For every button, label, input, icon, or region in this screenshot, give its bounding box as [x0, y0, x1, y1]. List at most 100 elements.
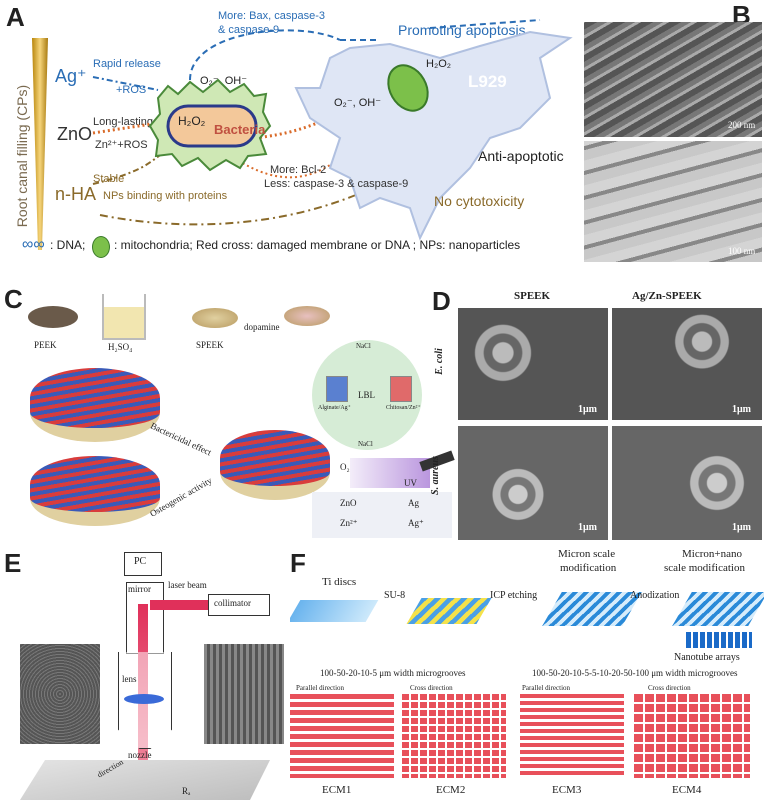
sem-before: [20, 644, 100, 744]
ecm3-pattern: [520, 694, 624, 778]
parallel-label-2: Parallel direction: [522, 684, 571, 692]
micron-label-2: modification: [560, 562, 617, 574]
l929-cell-icon: [294, 30, 573, 241]
peek-label: PEEK: [34, 340, 57, 350]
workpiece-block: [20, 760, 270, 800]
less-caspase: Less: caspase-3 & caspase-9: [264, 178, 409, 190]
sem-ecoli-speek: [458, 308, 608, 420]
sem-ecoli-agzn: [612, 308, 762, 420]
leg-zno: ZnO: [340, 498, 357, 508]
tem-image-bottom: [584, 141, 762, 262]
pc-box: [124, 552, 162, 576]
legend-dna: : DNA;: [50, 238, 86, 252]
col-speek: SPEEK: [514, 290, 551, 302]
panel-b: B 200 nm 100 nm: [578, 0, 764, 268]
mn-plate: [672, 592, 764, 626]
zn-ros: Zn²⁺+ROS: [95, 139, 148, 151]
sem-after: [204, 644, 284, 744]
h2o2-cell: H₂O₂: [426, 58, 452, 70]
panel-a: A Root canal filling (CPs) Ag⁺ ZnO n-HA …: [0, 0, 578, 268]
parallel-label-1: Parallel direction: [296, 684, 345, 692]
micron-plate: [542, 592, 642, 626]
panel-d-label: D: [432, 286, 451, 316]
more-bcl: More: Bcl-2: [270, 164, 327, 176]
bacteria-cell-icon: [148, 78, 272, 172]
mn-label-2: scale modification: [664, 562, 745, 574]
laser-horizontal: [150, 600, 208, 610]
scale-d2: 1μm: [732, 404, 751, 415]
promoting-apoptosis: Promoting apoptosis: [398, 22, 526, 38]
scale-d3: 1μm: [578, 522, 597, 533]
nozzle-label: nozzle: [128, 750, 152, 760]
lbl-label: LBL: [358, 390, 375, 400]
mn-label: Micron+nano: [682, 548, 742, 560]
leg-ag: Ag: [408, 498, 419, 508]
ecm2-label: ECM2: [436, 784, 466, 796]
uv-beam: [350, 458, 430, 488]
lens-label: lens: [122, 674, 137, 684]
uv-label: UV: [404, 478, 417, 488]
bactericidal-label: Bactericidal effect: [148, 420, 214, 458]
legend-mito: : mitochondria; Red cross: damaged membr…: [114, 238, 521, 252]
ra-label: Rₐ: [182, 786, 191, 796]
ti-discs-label: Ti discs: [322, 576, 357, 588]
ecm4-label: ECM4: [672, 784, 702, 796]
beaker-red-icon: [390, 376, 412, 402]
nha-label: n-HA: [55, 184, 97, 204]
ecm2-pattern: [402, 694, 506, 778]
nacl-top: NaCl: [356, 342, 371, 350]
nanotube-array-icon: [686, 632, 752, 648]
pc-label: PC: [134, 556, 147, 567]
panel-f-label: F: [290, 548, 306, 578]
panel-c-label: C: [4, 284, 23, 314]
disc-bactericidal: [30, 368, 160, 442]
ecm1-label: ECM1: [322, 784, 352, 796]
beaker-icon: [102, 294, 146, 340]
panel-e-label: E: [4, 548, 22, 578]
more-bax: More: Bax, caspase-3: [218, 10, 325, 22]
ecm1-pattern: [290, 694, 394, 778]
panel-d: D SPEEK Ag/Zn-SPEEK E. coli S. aureus 1μ…: [428, 286, 764, 542]
scale-d1: 1μm: [578, 404, 597, 415]
panel-a-label: A: [6, 2, 25, 32]
width-label-1: 100-50-20-10-5 μm width microgrooves: [320, 668, 466, 678]
no-cytotoxicity: No cytotoxicity: [434, 193, 525, 209]
beaker-blue-icon: [326, 376, 348, 402]
dopamine-label: dopamine: [244, 322, 280, 332]
col-agzn: Ag/Zn-SPEEK: [632, 290, 702, 302]
lens-icon: [124, 694, 164, 704]
ti-disc-plate: [290, 600, 379, 622]
leg-zn: Zn²⁺: [340, 518, 358, 528]
disc-center: [220, 430, 330, 500]
peek-disc-icon: [28, 306, 78, 328]
cross-label-1: Cross direction: [410, 684, 453, 692]
speek-label: SPEEK: [196, 340, 224, 350]
su8-label: SU-8: [384, 590, 406, 601]
scale-d4: 1μm: [732, 522, 751, 533]
row-ecoli: E. coli: [433, 348, 445, 375]
rapid-release: Rapid release: [93, 58, 161, 70]
ag-label: Ag⁺: [55, 66, 87, 86]
chitosan-label: Chitosan/Zn²⁺: [386, 405, 421, 411]
o2-oh-2: O₂⁻, OH⁻: [334, 97, 382, 109]
anti-apoptotic: Anti-apoptotic: [478, 148, 564, 164]
l929-label: L929: [468, 72, 507, 91]
leg-agp: Ag⁺: [408, 518, 424, 528]
scale-200nm: 200 nm: [728, 120, 756, 130]
h2o2-bacteria: H₂O₂: [178, 114, 206, 128]
cross-label-2: Cross direction: [648, 684, 691, 692]
collimator-box: [208, 594, 270, 616]
su8-plate: [406, 598, 492, 624]
zno-label: ZnO: [57, 124, 93, 144]
width-label-2: 100-50-20-10-5-5-10-20-50-100 μm width m…: [532, 668, 738, 678]
sem-saureus-speek: [458, 426, 608, 540]
panel-e: E PC mirror laser beam collimator lens n…: [0, 548, 290, 803]
scale-100nm: 100 nm: [728, 246, 756, 256]
sem-saureus-agzn: [612, 426, 762, 540]
o2-label: O₂: [340, 462, 350, 472]
mito-legend-icon: [92, 236, 110, 258]
bacteria-label: Bacteria: [214, 122, 266, 137]
laser-beam-label: laser beam: [168, 580, 207, 590]
sem-image-top: [584, 22, 762, 137]
coated-disc-icon: [284, 306, 330, 326]
